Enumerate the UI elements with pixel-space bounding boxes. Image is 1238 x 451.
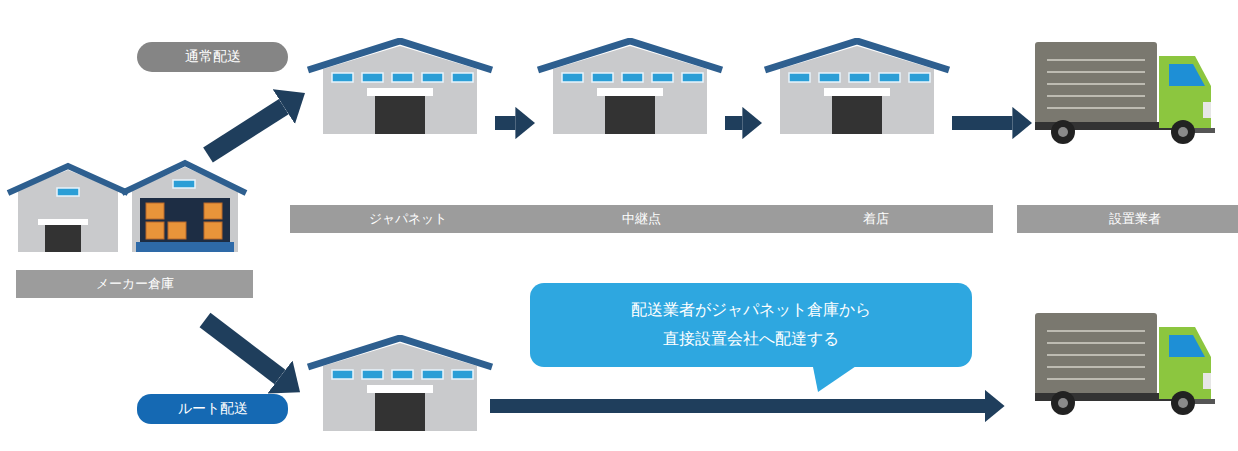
delivery-pill: ルート配送 [137,394,288,424]
route-arrow [205,320,280,377]
site-label-bar: 着店 [758,205,993,233]
delivery-pill: 通常配送 [137,42,288,72]
warehouse [308,41,492,134]
site-label-bar: 中継点 [523,205,760,233]
site-node: 着店 [762,38,952,233]
site-node: メーカー倉庫 [8,155,245,298]
callout-text: 配送業者がジャパネット倉庫から 直接設置会社へ配達する [627,296,875,354]
truck [1035,313,1215,415]
flow-arrow [495,116,515,130]
site-label-bar: ジャパネット [290,205,525,233]
site-node: ジャパネット [305,38,495,233]
warehouse [538,41,722,134]
pill-label: 通常配送 [185,48,241,66]
truck [1035,42,1215,144]
pill-label: ルート配送 [178,400,248,418]
site-label-bar: メーカー倉庫 [16,270,253,298]
callout-bubble: 配送業者がジャパネット倉庫から 直接設置会社へ配達する [530,283,972,367]
flow-arrow [952,116,1012,130]
site-node: 設置業者 [1032,38,1217,233]
warehouse [308,338,492,431]
warehouse [765,41,949,134]
route-arrow [490,399,985,413]
site-label-bar: 設置業者 [1017,205,1238,233]
maker-warehouse [8,163,246,252]
site-node: 中継点 [535,38,725,233]
flow-arrow [208,107,284,155]
flow-arrow [725,116,742,130]
